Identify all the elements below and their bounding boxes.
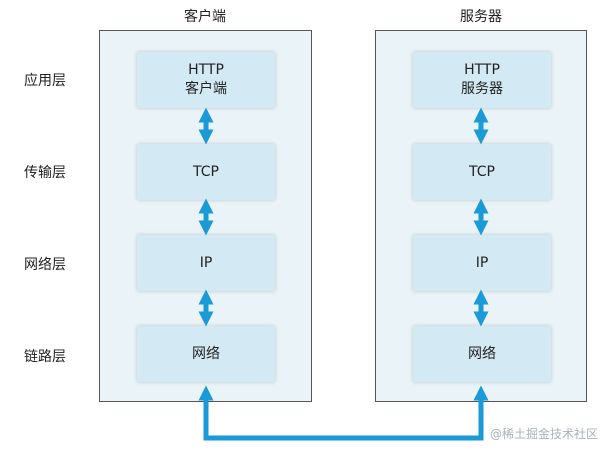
server-application-role: 服务器 bbox=[461, 81, 503, 97]
server-link-box: 网络 bbox=[413, 326, 551, 382]
server-application-box: HTTP 服务器 bbox=[413, 52, 551, 108]
client-network-label: IP bbox=[199, 254, 213, 271]
server-transport-label: TCP bbox=[469, 163, 495, 180]
client-link-label: 网络 bbox=[192, 345, 220, 362]
layer-label-network: 网络层 bbox=[24, 257, 66, 273]
server-link-label: 网络 bbox=[468, 345, 496, 362]
layer-label-application: 应用层 bbox=[24, 73, 66, 89]
server-transport-box: TCP bbox=[413, 144, 551, 200]
server-application-protocol: HTTP bbox=[464, 62, 500, 78]
client-application-protocol: HTTP bbox=[188, 62, 224, 78]
client-transport-label: TCP bbox=[193, 163, 219, 180]
client-link-box: 网络 bbox=[137, 326, 275, 382]
server-network-label: IP bbox=[475, 254, 489, 271]
watermark: @稀土掘金技术社区 bbox=[489, 427, 598, 441]
layer-label-link: 链路层 bbox=[24, 349, 66, 365]
link-connection-line bbox=[198, 385, 489, 441]
layer-label-transport: 传输层 bbox=[24, 165, 66, 181]
client-application-role: 客户端 bbox=[185, 81, 227, 97]
client-application-box: HTTP 客户端 bbox=[137, 52, 275, 108]
client-column-title: 客户端 bbox=[184, 9, 226, 25]
server-network-box: IP bbox=[413, 235, 551, 291]
server-column-title: 服务器 bbox=[460, 9, 502, 25]
client-transport-box: TCP bbox=[137, 144, 275, 200]
client-network-box: IP bbox=[137, 235, 275, 291]
